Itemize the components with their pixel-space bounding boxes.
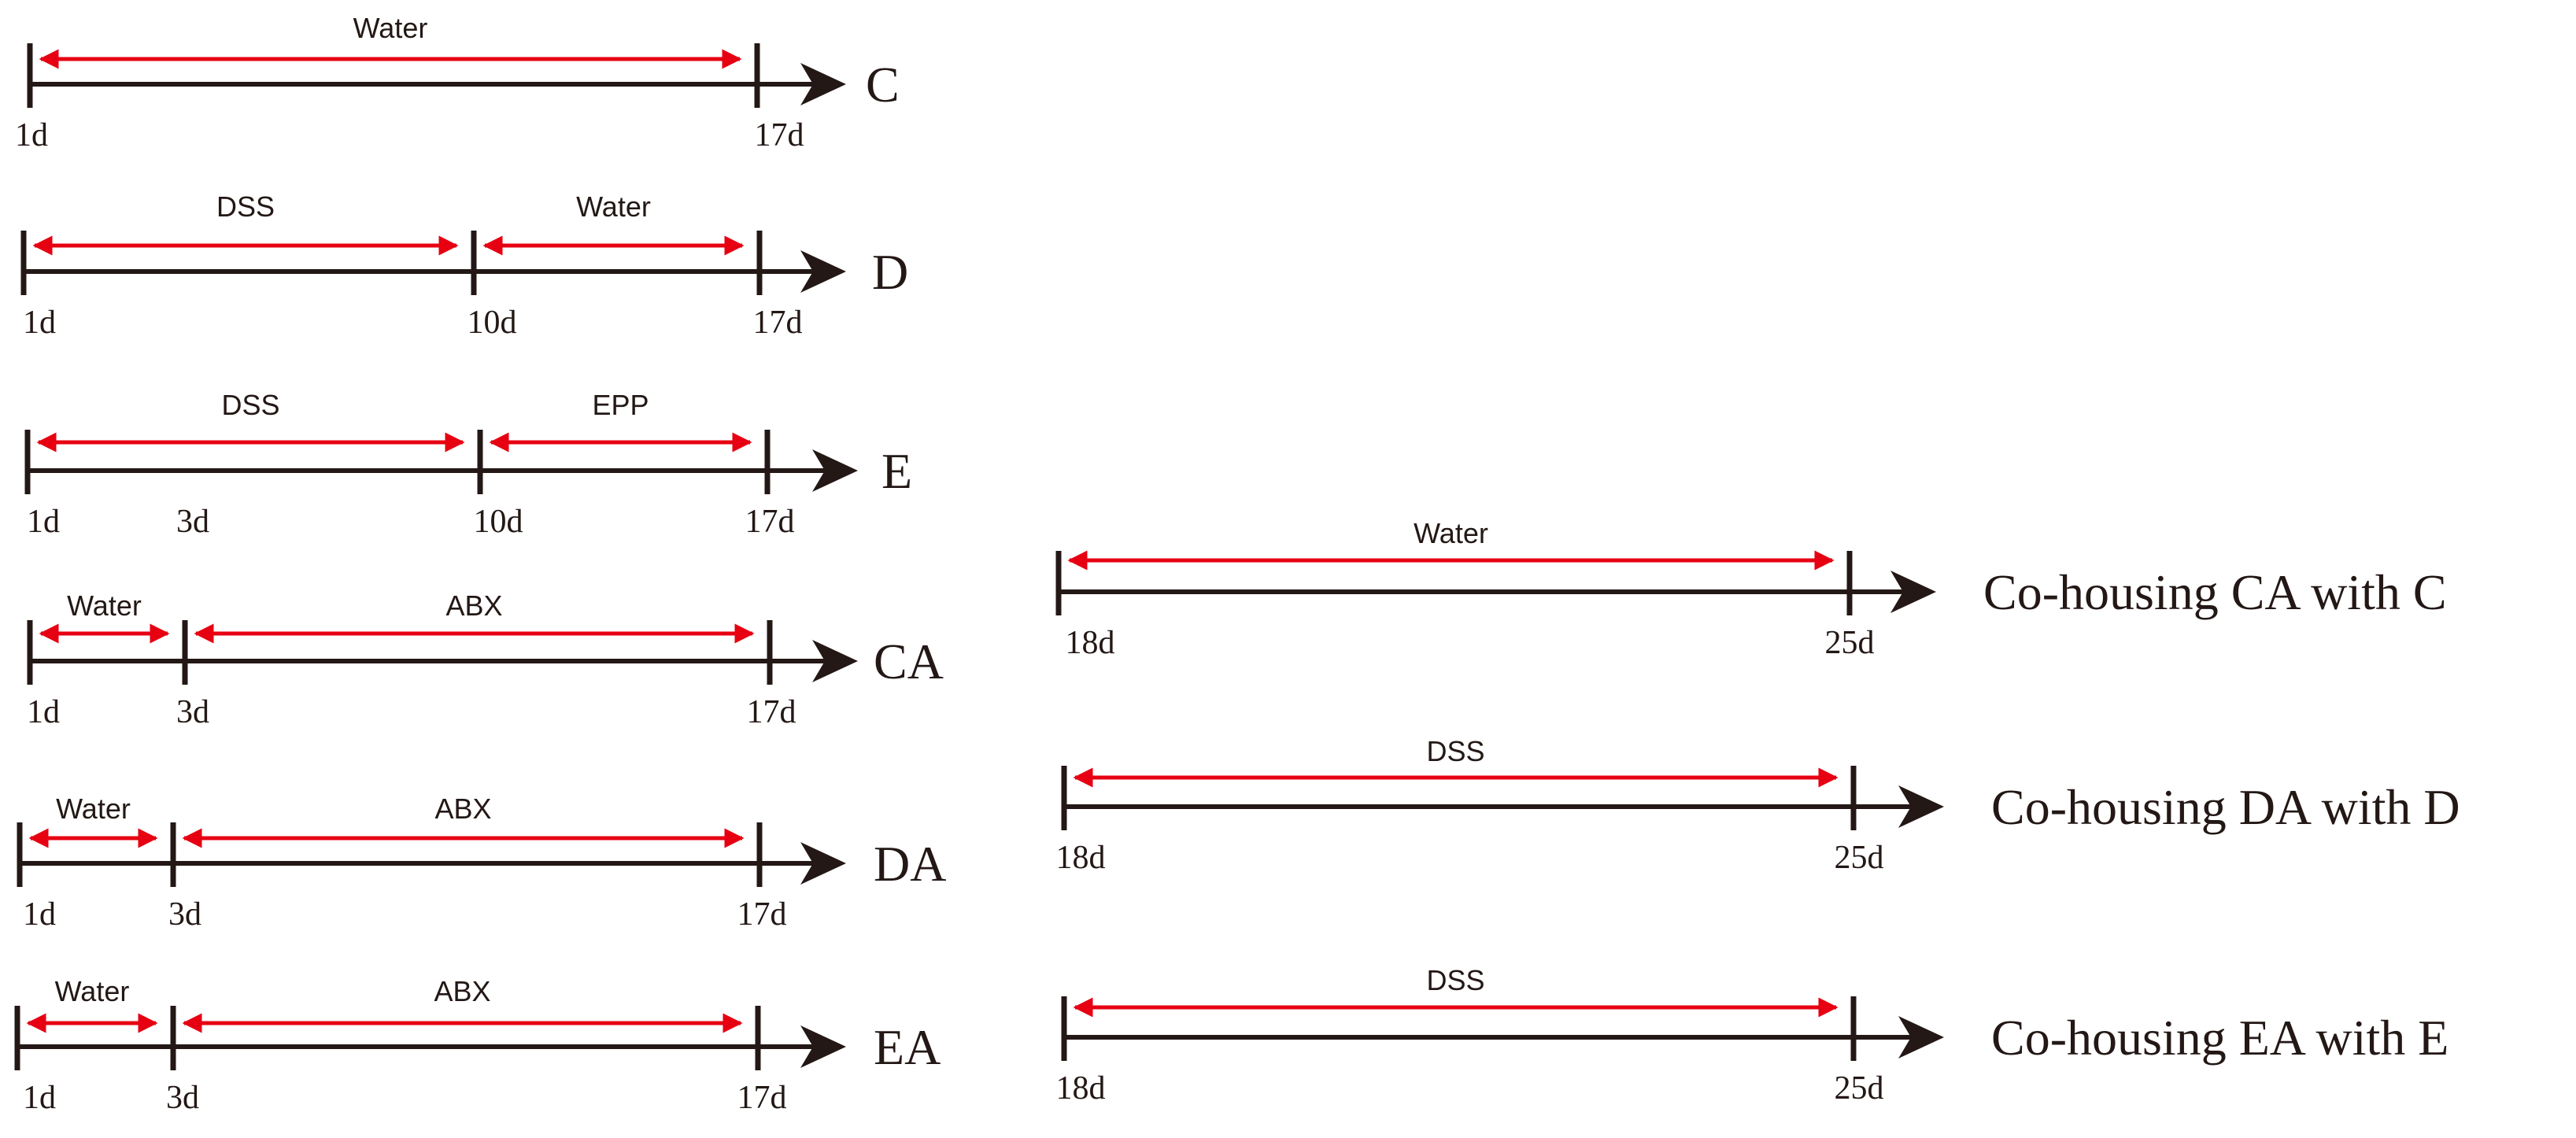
timeline-arrowhead-icon <box>1890 571 1936 613</box>
tick-label: 1d <box>27 694 60 730</box>
timeline-arrowhead-icon <box>800 63 846 105</box>
tick-label: 17d <box>747 694 796 730</box>
interval-label: Water <box>353 12 428 44</box>
timeline-e: 1d 3d 10d 17d DSS EPP E <box>24 389 912 540</box>
interval-label: Water <box>67 589 142 622</box>
timeline-ea: 1d 3d 17d Water ABX EA <box>14 975 941 1116</box>
timeline-arrowhead-icon <box>800 842 846 885</box>
tick-label: 1d <box>15 117 48 153</box>
interval-label: Water <box>55 975 130 1007</box>
tick-label: 17d <box>755 117 804 153</box>
interval-label: ABX <box>434 975 490 1007</box>
interval-label: DSS <box>1426 735 1484 767</box>
timeline-arrowhead-icon <box>800 1025 846 1068</box>
timeline-da: 1d 3d 17d Water ABX DA <box>17 793 946 933</box>
tick-label: 17d <box>753 305 803 341</box>
timeline-arrowhead-icon <box>812 449 858 492</box>
tick-label: 18d <box>1056 840 1106 876</box>
tick-label: 10d <box>468 305 517 341</box>
timeline-cohousing-da: 18d 25d DSS Co-housing DA with D <box>1056 735 2460 876</box>
group-label: CA <box>874 634 944 689</box>
tick-label: 1d <box>23 896 56 933</box>
tick-label: 25d <box>1835 840 1884 876</box>
tick-label: 3d <box>168 896 201 933</box>
timeline-cohousing-ea: 18d 25d DSS Co-housing EA with E <box>1056 964 2449 1107</box>
tick-label: 17d <box>737 1080 787 1116</box>
tick-label: 1d <box>23 1080 56 1116</box>
interval-label: Water <box>56 793 131 825</box>
tick-label: 18d <box>1056 1070 1106 1107</box>
timeline-arrowhead-icon <box>1898 785 1944 828</box>
interval-label: ABX <box>445 589 502 622</box>
group-label: EA <box>874 1019 941 1075</box>
tick-label: 25d <box>1835 1070 1884 1107</box>
timeline-arrowhead-icon <box>800 250 846 293</box>
tick-label: 18d <box>1066 625 1115 661</box>
interval-label: Water <box>576 190 651 223</box>
tick-label: 3d <box>166 1080 199 1116</box>
interval-label: Water <box>1414 517 1488 549</box>
interval-label: DSS <box>1426 964 1484 996</box>
tick-label: 1d <box>23 305 56 341</box>
group-label: Co-housing CA with C <box>1983 564 2447 620</box>
tick-label: 3d <box>176 504 209 540</box>
tick-label: 1d <box>27 504 60 540</box>
interval-label: DSS <box>221 389 279 421</box>
group-label: Co-housing DA with D <box>1991 779 2460 835</box>
timeline-arrowhead-icon <box>1898 1016 1944 1059</box>
group-label: C <box>866 57 900 113</box>
timeline-arrowhead-icon <box>812 640 858 682</box>
group-label: DA <box>874 836 946 892</box>
interval-label: DSS <box>216 190 275 223</box>
timeline-ca: 1d 3d 17d Water ABX CA <box>27 589 944 730</box>
group-label: E <box>881 443 912 499</box>
tick-label: 25d <box>1825 625 1875 661</box>
group-label: Co-housing EA with E <box>1991 1010 2448 1066</box>
tick-label: 3d <box>176 694 209 730</box>
interval-label: EPP <box>592 389 649 421</box>
tick-label: 17d <box>745 504 795 540</box>
group-label: D <box>872 244 908 300</box>
tick-label: 17d <box>737 896 787 933</box>
tick-label: 10d <box>474 504 523 540</box>
interval-label: ABX <box>434 793 491 825</box>
